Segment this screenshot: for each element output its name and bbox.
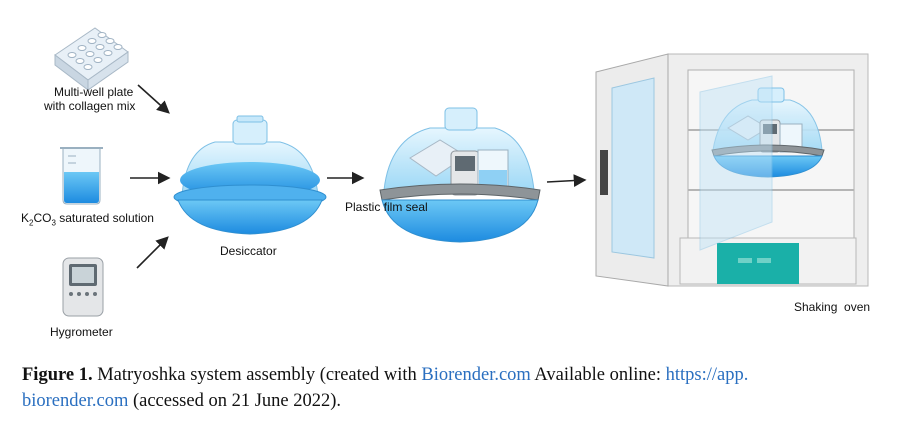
desiccator-label: Desiccator [220,244,277,258]
caption-text-3: (accessed on 21 June 2022). [128,391,342,411]
desiccator-icon [173,115,327,235]
biorender-app-link-part2[interactable]: biorender.com [22,391,129,411]
biorender-link[interactable]: Biorender.com [421,365,531,385]
shaking-oven-icon [595,53,869,287]
hygrometer-icon [62,257,104,317]
beaker-icon [60,147,103,205]
seal-label: Plastic film seal [345,200,428,214]
plate-label-line1: Multi-well plate [54,85,134,99]
solution-label: K2CO3 saturated solution [21,211,154,228]
arrow-sealed-to-oven [546,174,587,187]
caption-text-1: Matryoshka system assembly (created with [92,365,422,385]
caption-text-2: Available online: [530,365,666,385]
arrow-plate-to-desiccator [137,84,170,114]
hygrometer-label: Hygrometer [50,325,113,339]
arrow-hygrometer-to-desiccator [136,236,169,269]
plate-label-line2: with collagen mix [44,99,136,113]
figure-caption: Figure 1. Matryoshka system assembly (cr… [22,362,902,414]
figure-number: Figure 1. [22,365,93,385]
multi-well-plate-icon [54,27,129,92]
oven-label: Shaking oven [794,300,871,314]
biorender-app-link-part1[interactable]: https://app. [665,365,749,385]
sealed-desiccator-icon [379,107,541,243]
